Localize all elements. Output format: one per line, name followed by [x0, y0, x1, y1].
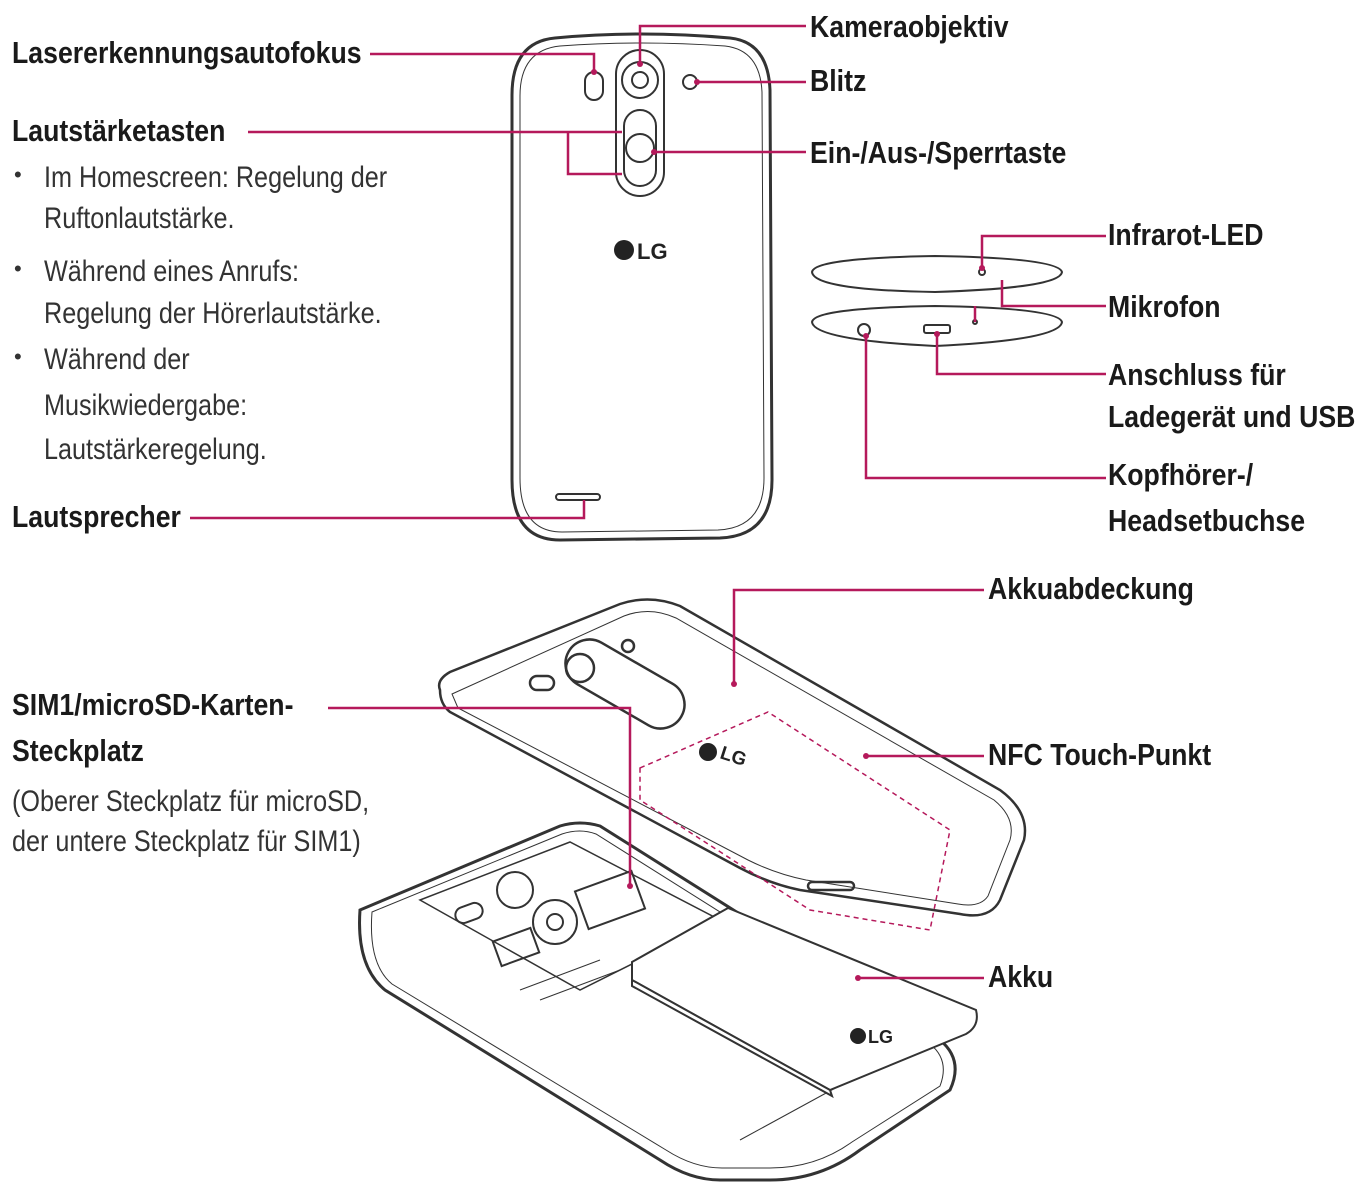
- battery-cover-part: [437, 598, 1027, 917]
- volume-bullet-3-line2: Musikwiedergabe:: [44, 389, 248, 422]
- logo-text-battery: LG: [868, 1027, 893, 1047]
- volume-bullet-2-line1: Während eines Anrufs:: [44, 255, 299, 288]
- label-camera-lens: Kameraobjektiv: [810, 9, 1009, 44]
- label-charger-port-line2: Ladegerät und USB: [1108, 399, 1356, 434]
- sim-note-line1: (Oberer Steckplatz für microSD,: [12, 785, 370, 818]
- volume-bullet-3-line3: Lautstärkeregelung.: [44, 433, 267, 466]
- volume-bullet-1-line1: Im Homescreen: Regelung der: [44, 161, 388, 194]
- label-microphone: Mikrofon: [1108, 289, 1221, 324]
- label-headset-jack-line2: Headsetbuchse: [1108, 503, 1306, 538]
- label-flash: Blitz: [810, 63, 867, 98]
- volume-bullet-3-line1: Während der: [44, 343, 190, 376]
- label-battery-cover: Akkuabdeckung: [988, 571, 1194, 606]
- lg-logo-battery: LG: [850, 1027, 893, 1047]
- lg-logo-back: LG: [614, 239, 668, 264]
- label-charger-port-line1: Anschluss für: [1108, 357, 1286, 392]
- label-laser-autofocus: Lasererkennungsautofokus: [12, 35, 362, 70]
- bullet-dot: •: [14, 344, 22, 369]
- label-sim-slot-line2: Steckplatz: [12, 733, 144, 768]
- sim-note-line2: der untere Steckplatz für SIM1): [12, 825, 361, 858]
- label-battery: Akku: [988, 959, 1054, 994]
- callout-dots: [591, 61, 985, 981]
- label-nfc-point: NFC Touch-Punkt: [988, 737, 1212, 772]
- phone-frame-open: [358, 821, 957, 1182]
- battery-part: [631, 906, 978, 1099]
- logo-text-back: LG: [637, 239, 668, 264]
- phone-back-view: [510, 32, 774, 542]
- label-ir-led: Infrarot-LED: [1108, 217, 1264, 252]
- volume-bullet-2-line2: Regelung der Hörerlautstärke.: [44, 297, 382, 330]
- label-speaker: Lautsprecher: [12, 499, 181, 534]
- label-headset-jack-line1: Kopfhörer-/: [1108, 457, 1254, 492]
- label-volume-keys: Lautstärketasten: [12, 113, 226, 148]
- callout-lines: [190, 24, 1106, 980]
- bullet-dot: •: [14, 256, 22, 281]
- label-sim-slot-line1: SIM1/microSD-Karten-: [12, 687, 294, 722]
- bullet-dot: •: [14, 162, 22, 187]
- label-power-key: Ein-/Aus-/Sperrtaste: [810, 135, 1067, 170]
- volume-bullet-1-line2: Ruftonlautstärke.: [44, 202, 235, 235]
- nfc-area-outline: [639, 711, 951, 931]
